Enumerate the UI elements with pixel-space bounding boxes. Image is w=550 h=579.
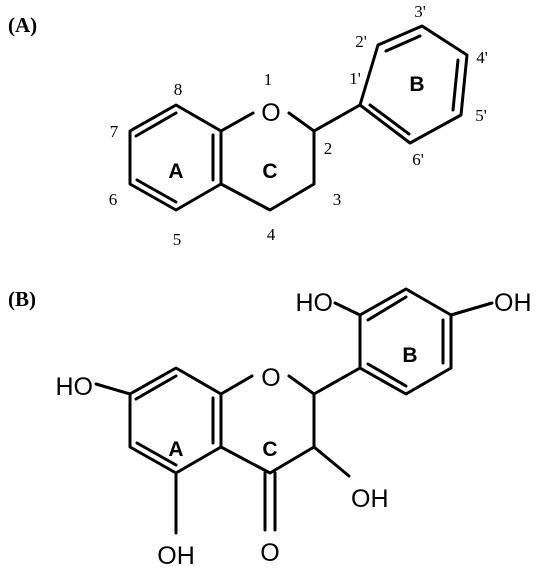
panel-b-hydroxylated-structure: (B) [8, 287, 532, 570]
ring-oxygen-o1: O [261, 99, 280, 127]
c4p-hydroxyl-bond [449, 301, 494, 317]
ring-b-double-bond [366, 295, 408, 322]
atom-numbering: 1 2 3 4 5 6 7 8 1' 2' 3' 4' 5' 6' [109, 2, 488, 249]
ring-b-double-bond [366, 362, 408, 388]
locant-4: 4 [267, 225, 276, 244]
ring-c-bond [219, 111, 255, 133]
ring-a-double-bond [134, 374, 178, 401]
ring-label-b: B [402, 344, 417, 367]
panel-b-label: (B) [8, 287, 36, 311]
hydroxyl-c4p: OH [494, 289, 532, 317]
panel-a-flavan-skeleton: (A) O A C B 1 2 3 4 5 6 [8, 2, 488, 249]
ring-b-double-bond [368, 103, 411, 136]
ring-a-double-bond [134, 111, 178, 138]
ring-a-double-bond [135, 178, 178, 204]
panel-b-bonds [94, 287, 494, 535]
hydroxyl-c5: OH [157, 542, 195, 570]
ring-label-c: C [262, 160, 277, 183]
ring-oxygen-o1: O [261, 364, 280, 392]
ring-c-bonds [219, 111, 316, 212]
c7-hydroxyl-bond [94, 382, 132, 396]
ring-label-a: A [168, 160, 183, 183]
panel-a-bonds [128, 24, 469, 212]
hydroxyl-c7: HO [56, 373, 94, 401]
locant-3: 3 [333, 190, 342, 209]
ring-b-bonds [358, 24, 469, 145]
ring-label-a: A [168, 438, 183, 461]
ring-c-bond [219, 374, 254, 396]
locant-6: 6 [109, 190, 118, 209]
carbonyl-oxygen: O [260, 539, 279, 567]
hydroxyl-c2p: HO [296, 289, 334, 317]
locant-2: 2 [324, 139, 333, 158]
ring-a-double-bond [135, 441, 178, 467]
c2p-hydroxyl-bond [333, 301, 362, 317]
ring-b-double-bond [384, 34, 422, 53]
ring-b-bonds [358, 287, 453, 396]
locant-3-prime: 3' [414, 2, 426, 21]
ring-label-c: C [262, 438, 277, 461]
hydroxyl-c3: OH [351, 485, 389, 513]
locant-6-prime: 6' [412, 150, 424, 169]
locant-5-prime: 5' [475, 106, 487, 125]
ring-label-b: B [409, 73, 424, 96]
locant-8: 8 [174, 80, 183, 99]
locant-1: 1 [264, 70, 273, 89]
c2-c1p-bond [312, 366, 362, 396]
locant-4-prime: 4' [476, 48, 488, 67]
ring-a-bonds [128, 103, 223, 212]
c2-c1p-bond [312, 103, 362, 133]
c3-hydroxyl-bond [312, 445, 351, 478]
panel-a-label: (A) [8, 13, 37, 37]
locant-2-prime: 2' [355, 32, 367, 51]
locant-1-prime: 1' [349, 69, 361, 88]
ring-b-double-bond [451, 58, 460, 112]
locant-7: 7 [110, 122, 119, 141]
locant-5: 5 [173, 230, 182, 249]
